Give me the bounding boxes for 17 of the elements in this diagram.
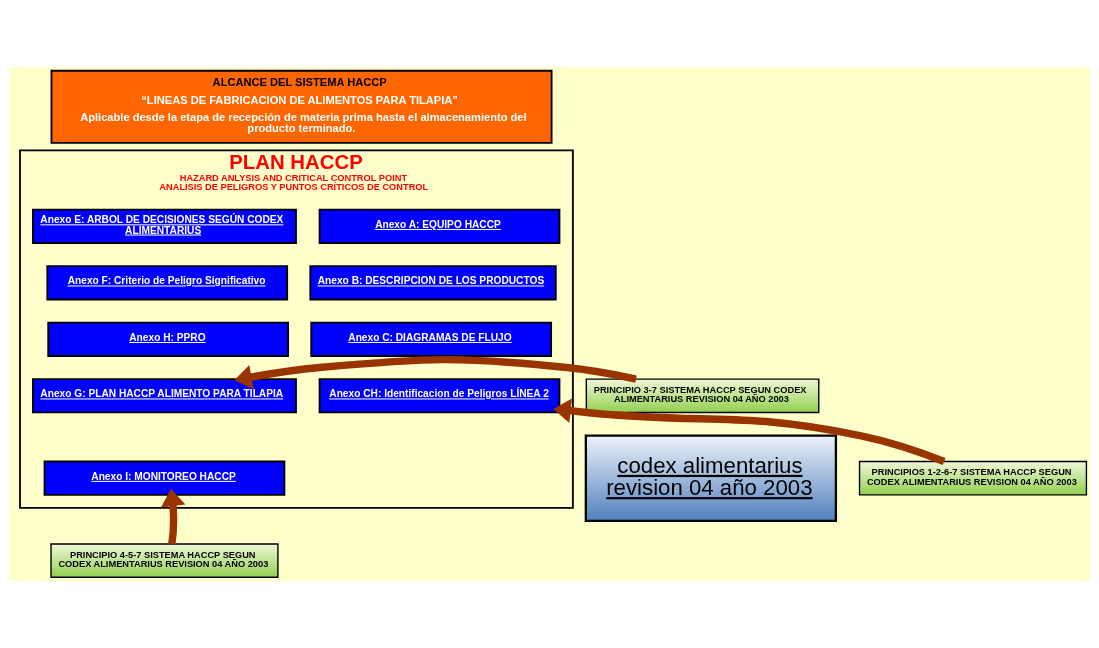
arrow bbox=[553, 398, 946, 465]
node-box: Anexo G: PLAN HACCP ALIMENTO PARA TILAPIA bbox=[32, 378, 297, 414]
node-box: PRINCIPIO 3-7 SISTEMA HACCP SEGUN CODEX ALIMENTARIUS REVISION 04 AÑO 2003 bbox=[585, 378, 820, 414]
node-box: Anexo H: PPRO bbox=[47, 321, 290, 357]
node-box: Anexo C: DIAGRAMAS DE FLUJO bbox=[310, 321, 553, 357]
node-box: PRINCIPIO 4-5-7 SISTEMA HACCP SEGUN CODEX ALIMENTARIUS REVISION 04 AÑO 2003 bbox=[50, 543, 279, 578]
node-box: Anexo CH: Identificacion de Peligros LÍNEA 2 bbox=[318, 378, 561, 414]
node-box: ALCANCE DEL SISTEMA HACCP “LINEAS DE FABRICACION DE ALIMENTOS PARA TILAPIA” Aplicable desde la etapa de recepción de materia prima hasta el almacenamiento del producto terminado. bbox=[50, 69, 553, 144]
node-box: codex alimentarius revision 04 año 2003 bbox=[584, 434, 838, 522]
node-box: Anexo B: DESCRIPCION DE LOS PRODUCTOS bbox=[309, 265, 557, 301]
node-box: Anexo F: Criterio de Peligro Significativo bbox=[46, 265, 289, 301]
node-box: PRINCIPIOS 1-2-6-7 SISTEMA HACCP SEGUN CODEX ALIMENTARIUS REVISION 04 AÑO 2003 bbox=[858, 460, 1088, 496]
node-box: Anexo A: EQUIPO HACCP bbox=[318, 208, 561, 244]
arrow bbox=[160, 488, 186, 545]
arrow bbox=[234, 355, 637, 390]
node-box: Anexo I: MONITOREO HACCP bbox=[43, 460, 286, 496]
node-box: Anexo E: ARBOL DE DECISIONES SEGÚN CODEX ALIMENTARIUS bbox=[32, 208, 297, 244]
